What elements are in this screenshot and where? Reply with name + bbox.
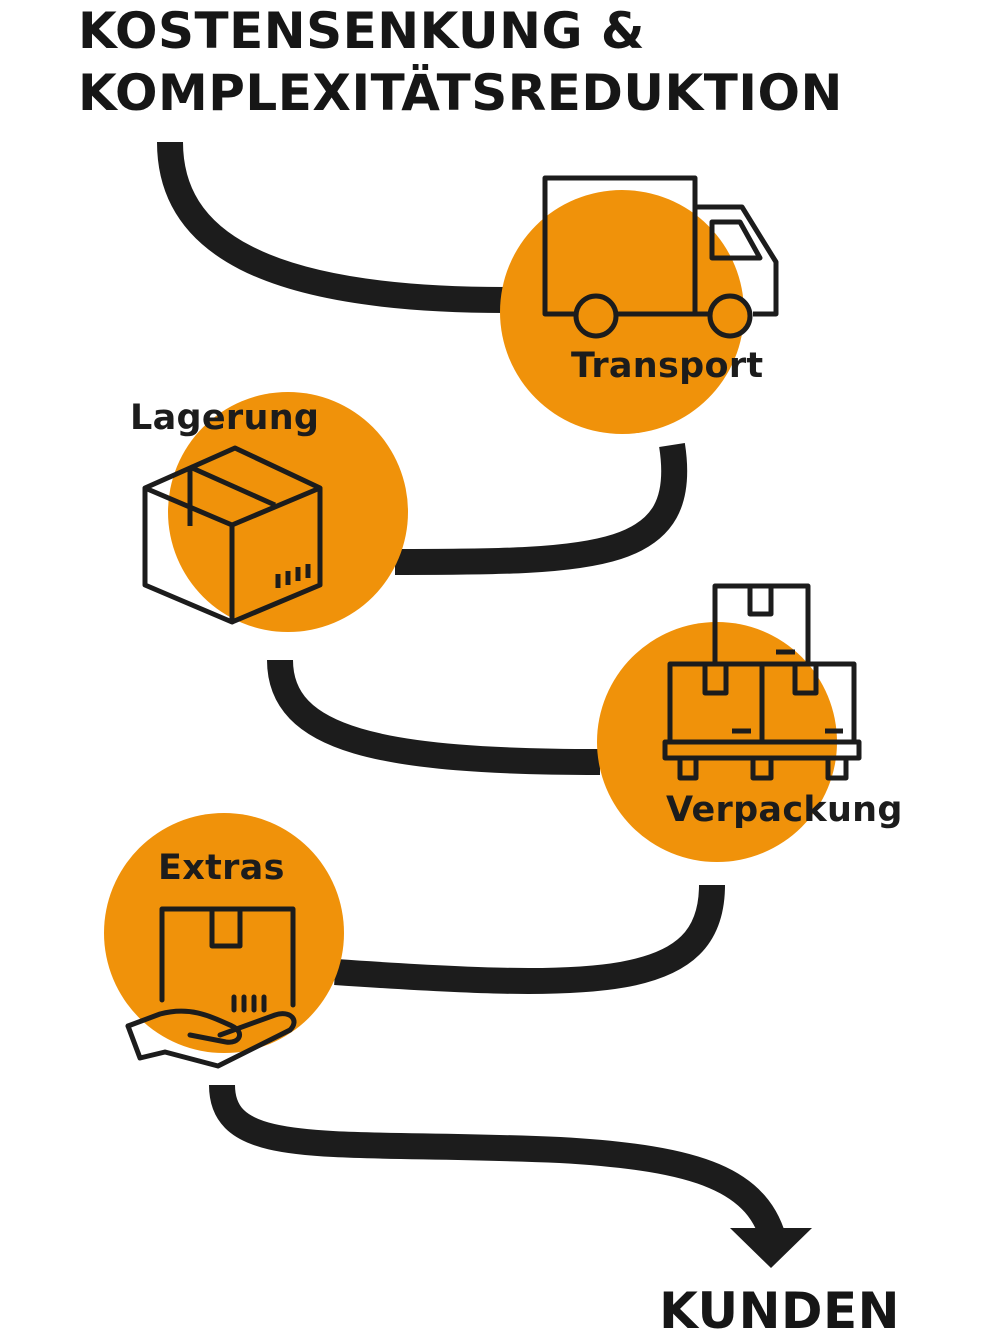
flow-path: [157, 141, 788, 1249]
flow-segment-1: [157, 141, 506, 313]
flow-segment-3: [267, 659, 601, 775]
truck-icon: [542, 175, 779, 339]
flow-segment-2: [394, 442, 688, 575]
title-line-1: KOSTENSENKUNG &: [78, 2, 645, 60]
title-line-2: KOMPLEXITÄTSREDUKTION: [78, 64, 843, 122]
pallet-icon: [662, 583, 862, 781]
step-label-extras: Extras: [158, 848, 285, 888]
arrow-head-icon: [730, 1228, 812, 1268]
step-label-verpackung: Verpackung: [666, 790, 903, 830]
flow-segment-5: [209, 1084, 788, 1249]
hand-box-icon: [125, 906, 297, 1069]
step-label-lagerung: Lagerung: [130, 398, 320, 438]
box-icon: [142, 445, 323, 625]
end-label: KUNDEN: [659, 1282, 900, 1340]
flow-segment-4: [334, 884, 725, 994]
step-label-transport: Transport: [571, 346, 764, 386]
page-title: KOSTENSENKUNG & KOMPLEXITÄTSREDUKTION: [78, 0, 843, 124]
